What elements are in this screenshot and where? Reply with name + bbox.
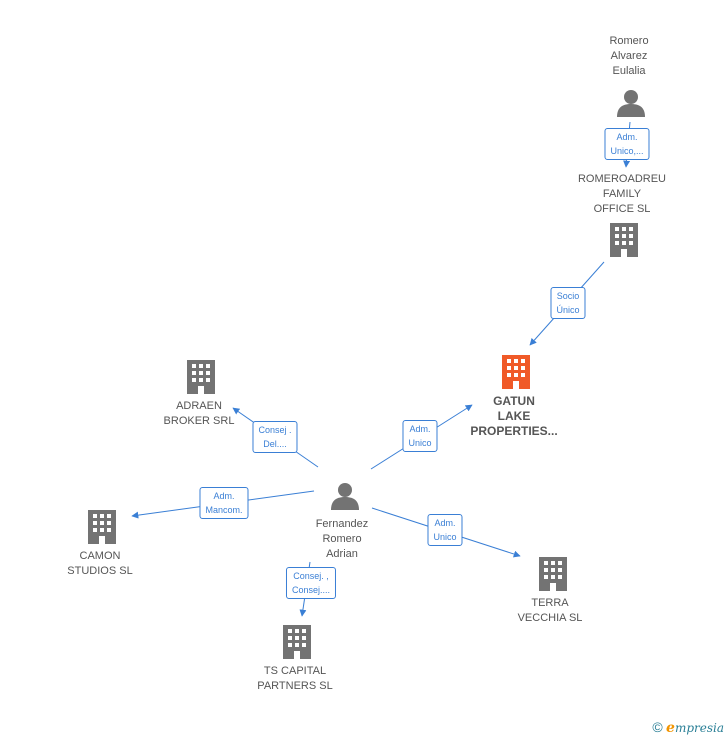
edge-label-fernandez-ts[interactable]: Consej. , Consej.... [285, 567, 337, 599]
edge-label-romeroadreu-gatun[interactable]: Socio Único [550, 287, 586, 319]
node-label-terra[interactable]: TERRA VECCHIA SL [517, 597, 583, 624]
building-icon[interactable] [539, 557, 567, 591]
person-icon[interactable] [331, 483, 359, 510]
building-icon[interactable] [88, 510, 116, 544]
building-icon[interactable] [502, 355, 530, 389]
node-label-adraen[interactable]: ADRAEN BROKER SRL [163, 400, 235, 427]
node-label-camon[interactable]: CAMON STUDIOS SL [67, 550, 133, 577]
building-icon[interactable] [187, 360, 215, 394]
copyright-icon: © [652, 719, 663, 735]
edge-label-romero-romeroadreu[interactable]: Adm. Unico,... [604, 128, 650, 160]
node-label-ts-capital[interactable]: TS CAPITAL PARTNERS SL [257, 665, 333, 692]
brand-logo-initial: e [666, 720, 675, 736]
edge-label-fernandez-camon[interactable]: Adm. Mancom. [199, 487, 249, 519]
person-icon[interactable] [617, 90, 645, 117]
edge-label-fernandez-gatun[interactable]: Adm. Unico [402, 420, 438, 452]
node-label-romeroadreu[interactable]: ROMEROADREU FAMILY OFFICE SL [577, 173, 667, 215]
building-icon[interactable] [283, 625, 311, 659]
brand-name: mpresia [674, 721, 724, 735]
building-icon[interactable] [610, 223, 638, 257]
edge-label-fernandez-terra[interactable]: Adm. Unico [427, 514, 463, 546]
node-label-fernandez[interactable]: Fernandez Romero Adrian [315, 518, 369, 560]
node-label-gatun[interactable]: GATUN LAKE PROPERTIES... [470, 394, 558, 438]
edge-label-fernandez-adraen[interactable]: Consej . Del.... [252, 421, 298, 453]
copyright-notice: © empresia [652, 719, 724, 736]
node-label-romero-alvarez[interactable]: Romero Alvarez Eulalia [609, 35, 649, 77]
